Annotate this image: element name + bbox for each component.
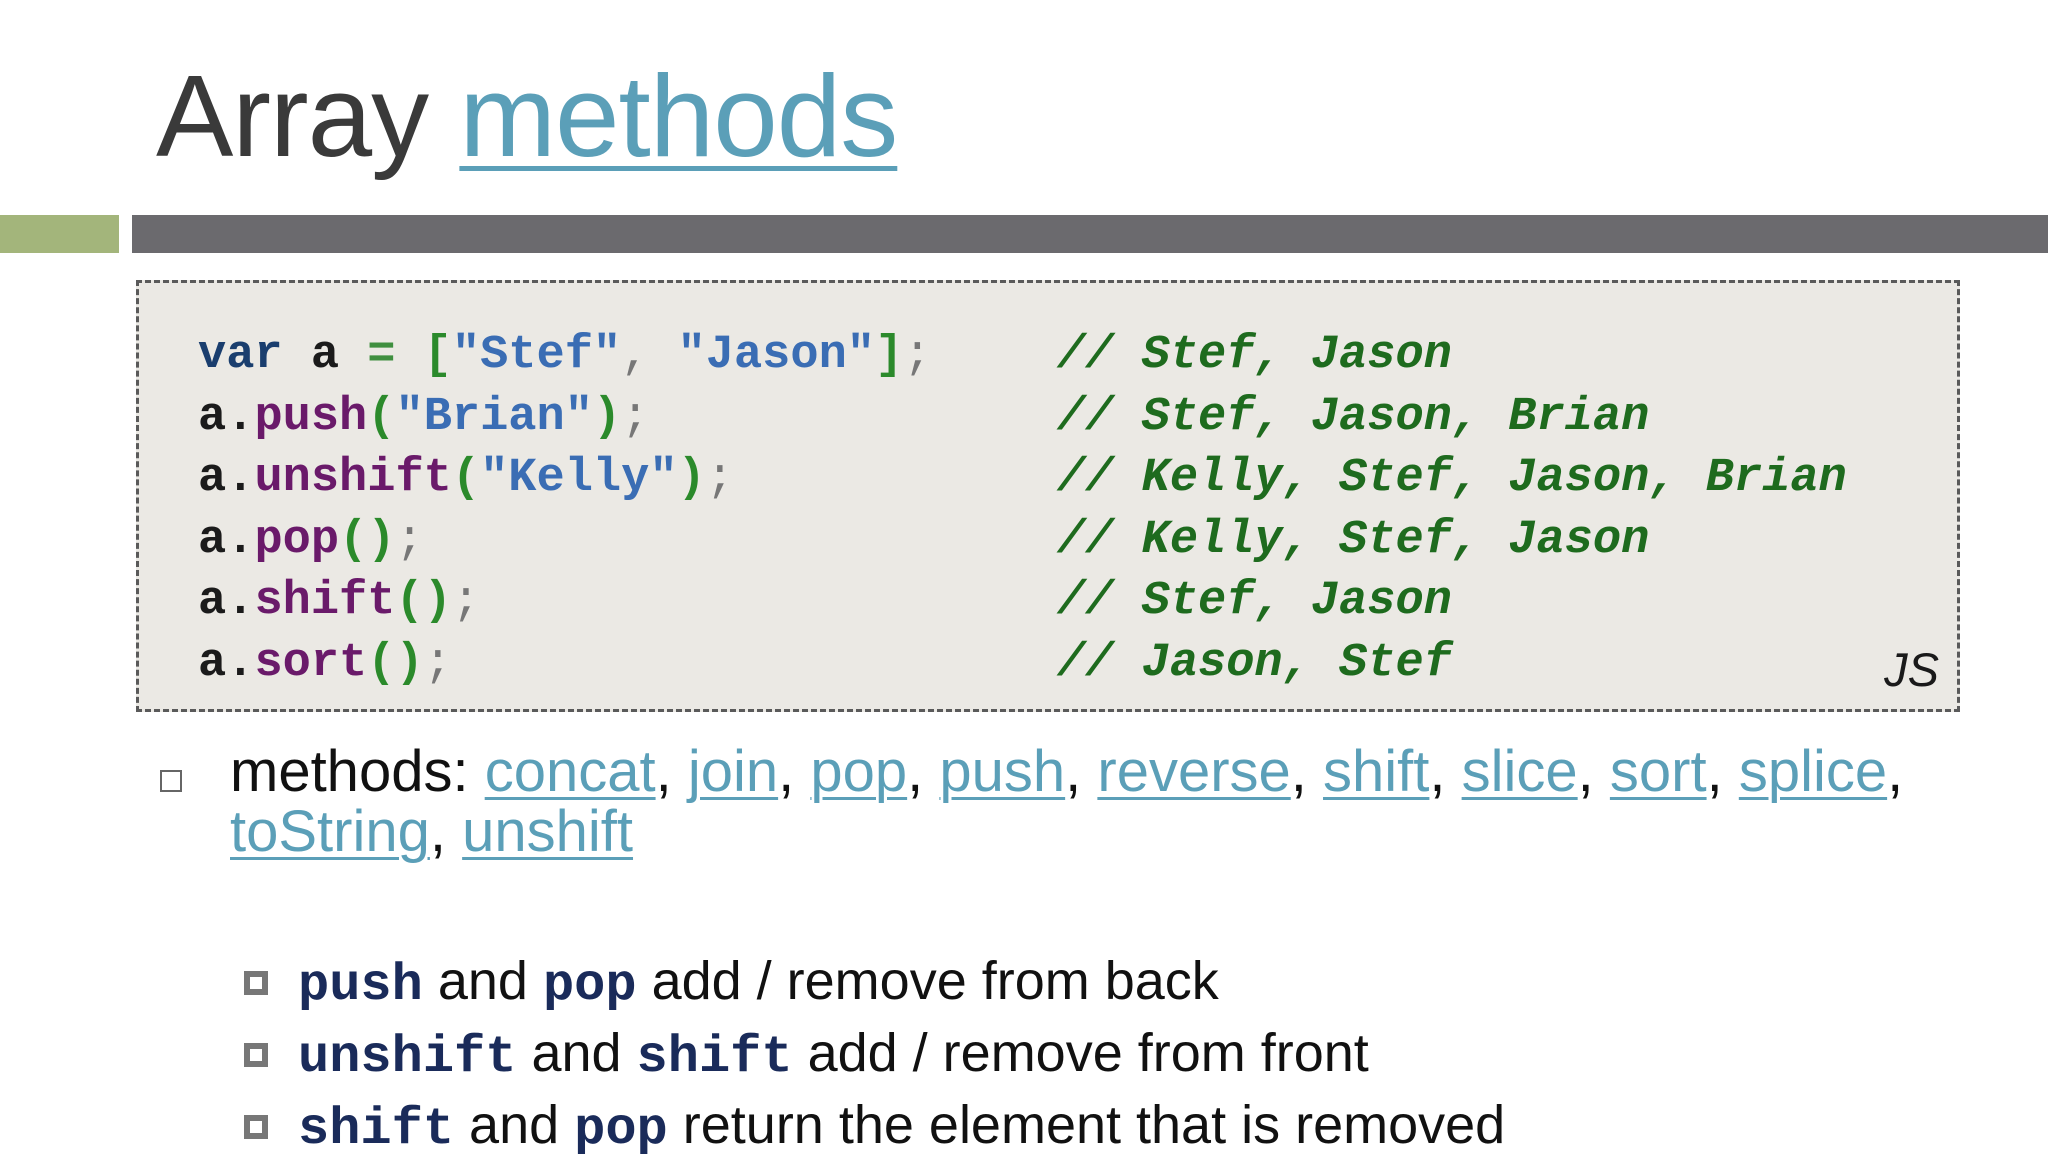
code-word: push [298, 956, 423, 1015]
code-token: a [198, 636, 227, 690]
code-token: "Stef" [451, 329, 622, 382]
code-token: , [621, 329, 678, 382]
code-token: () [367, 636, 424, 690]
method-link[interactable]: unshift [462, 799, 634, 864]
sub-text-part: add / remove from back [636, 951, 1219, 1011]
method-link[interactable]: sort [1609, 739, 1707, 804]
code-token: pop [254, 513, 340, 567]
code-token: ( [367, 390, 396, 444]
code-token: push [254, 390, 368, 444]
method-link[interactable]: reverse [1097, 739, 1291, 804]
method-link[interactable]: concat [484, 739, 656, 804]
code-comment: // Stef, Jason [1057, 329, 1452, 382]
code-word: unshift [298, 1028, 517, 1087]
sub-bullet-1: push and pop add / remove from back [0, 947, 2048, 1017]
title-word-array: Array [156, 51, 460, 181]
code-token: shift [254, 575, 396, 628]
code-word: shift [298, 1100, 455, 1159]
code-comment: // Kelly, Stef, Jason, Brian [1057, 452, 1847, 505]
code-word: shift [636, 1028, 793, 1087]
code-token: . [226, 390, 255, 444]
code-line-5: a.shift(); [198, 571, 931, 633]
code-line-4: a.pop(); [198, 510, 931, 572]
methods-bullet: methods: concat, join, pop, push, revers… [230, 739, 1904, 864]
code-comment: // Kelly, Stef, Jason [1057, 513, 1650, 567]
code-comment: // Stef, Jason [1057, 575, 1452, 628]
code-token: . [226, 636, 255, 690]
sub-text-part: and [516, 1023, 637, 1083]
accent-bar-gray [132, 215, 2048, 253]
sub-bullet-2: unshift and shift add / remove from fron… [0, 1019, 2048, 1089]
sub-bullet-3: shift and pop return the element that is… [0, 1091, 2048, 1161]
slide-title: Array methods [156, 58, 898, 174]
code-token: ; [705, 452, 734, 505]
method-link[interactable]: toString [230, 799, 430, 864]
sub-text-part: and [454, 1095, 575, 1155]
code-line-6: a.sort(); [198, 633, 931, 695]
code-token: var [198, 329, 283, 382]
method-link[interactable]: shift [1323, 739, 1430, 804]
code-token: ] [874, 329, 904, 382]
code-comment: // Jason, Stef [1057, 636, 1452, 690]
code-token: "Jason" [677, 329, 875, 382]
sub-bullet-text: push and pop add / remove from back [298, 947, 1219, 1020]
code-token: ; [451, 575, 481, 628]
code-token: "Brian" [395, 390, 593, 444]
code-block: var a = ["Stef", "Jason"]; a.push("Brian… [136, 280, 1960, 712]
methods-label: methods: [230, 739, 485, 804]
code-token: a [198, 452, 227, 505]
code-comment: // Stef, Jason, Brian [1057, 390, 1650, 444]
code-token: ( [451, 452, 481, 505]
code-word: pop [542, 956, 637, 1015]
code-token: a [198, 513, 227, 567]
code-token: ; [395, 513, 424, 567]
code-token: () [395, 575, 452, 628]
code-token: unshift [254, 452, 452, 505]
filled-square-bullet-icon [244, 1043, 268, 1067]
method-link[interactable]: slice [1461, 739, 1578, 804]
filled-square-bullet-icon [244, 1115, 268, 1139]
code-token: ; [903, 329, 932, 382]
code-token: ) [592, 390, 622, 444]
accent-bar-green [0, 215, 119, 253]
sub-text-part: add / remove from front [792, 1023, 1369, 1083]
method-link[interactable]: pop [810, 739, 908, 804]
code-token: [ [395, 329, 452, 382]
code-token: . [226, 575, 255, 628]
code-token: ; [621, 390, 650, 444]
sub-bullet-text: shift and pop return the element that is… [298, 1091, 1505, 1164]
method-link[interactable]: join [687, 739, 779, 804]
code-token: . [226, 513, 255, 567]
code-comments: // Stef, Jason // Stef, Jason, Brian // … [1057, 325, 1847, 694]
code-line-1: var a = ["Stef", "Jason"]; [198, 325, 931, 387]
sub-bullet-text: unshift and shift add / remove from fron… [298, 1019, 1369, 1092]
method-link[interactable]: push [939, 739, 1066, 804]
method-link[interactable]: splice [1738, 739, 1888, 804]
code-token: "Kelly" [480, 452, 678, 505]
sub-text-part: and [422, 951, 543, 1011]
code-statements: var a = ["Stef", "Jason"]; a.push("Brian… [198, 325, 931, 694]
code-token: a [198, 390, 227, 444]
code-token: ; [423, 636, 452, 690]
code-line-3: a.unshift("Kelly"); [198, 448, 931, 510]
code-token: ) [677, 452, 706, 505]
code-line-2: a.push("Brian"); [198, 387, 931, 449]
code-word: pop [574, 1100, 668, 1159]
code-token: a [198, 575, 227, 628]
title-link-methods[interactable]: methods [459, 51, 898, 181]
hollow-square-bullet-icon [160, 770, 182, 792]
code-token: = [367, 329, 396, 382]
language-tag: JS [1884, 643, 1939, 696]
code-token: a [282, 329, 368, 382]
code-token: sort [254, 636, 368, 690]
code-token: () [339, 513, 396, 567]
filled-square-bullet-icon [244, 971, 268, 995]
sub-text-part: return the element that is removed [667, 1095, 1506, 1155]
code-token: . [226, 452, 255, 505]
